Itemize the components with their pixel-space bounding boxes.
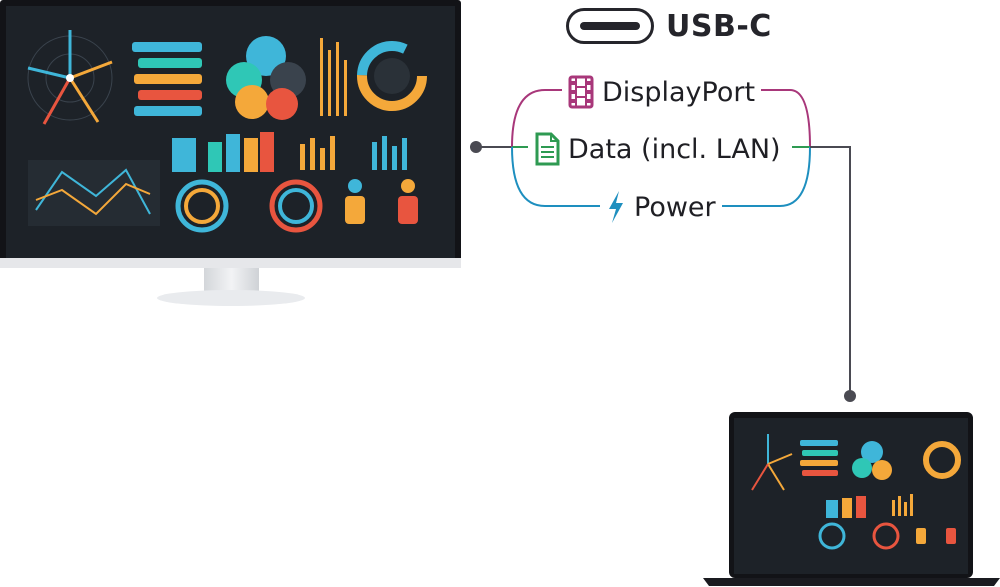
cable-lines <box>470 89 856 402</box>
laptop-icon <box>703 412 1000 586</box>
lightning-bolt-icon <box>609 191 623 223</box>
displayport-line <box>511 89 811 148</box>
film-strip-icon <box>568 75 594 109</box>
laptop-connection-dot <box>844 390 856 402</box>
signal-displayport: DisplayPort <box>562 72 762 112</box>
usbc-port-icon <box>566 8 654 44</box>
laptop-cable <box>810 146 851 396</box>
signal-label: Data (incl. LAN) <box>568 133 781 165</box>
monitor-icon <box>0 0 461 306</box>
signal-data: Data (incl. LAN) <box>528 129 787 169</box>
signal-label: DisplayPort <box>602 76 756 108</box>
laptop-dashboard-graphics <box>751 434 961 550</box>
monitor-dashboard-graphics <box>27 30 427 233</box>
monitor-connection-dot <box>470 141 482 153</box>
document-icon <box>535 132 560 166</box>
usbc-connector: USB-C <box>566 8 772 44</box>
signal-power: Power <box>600 187 722 227</box>
power-line <box>511 146 811 207</box>
connector-name: USB-C <box>666 8 772 44</box>
signal-label: Power <box>634 191 716 223</box>
